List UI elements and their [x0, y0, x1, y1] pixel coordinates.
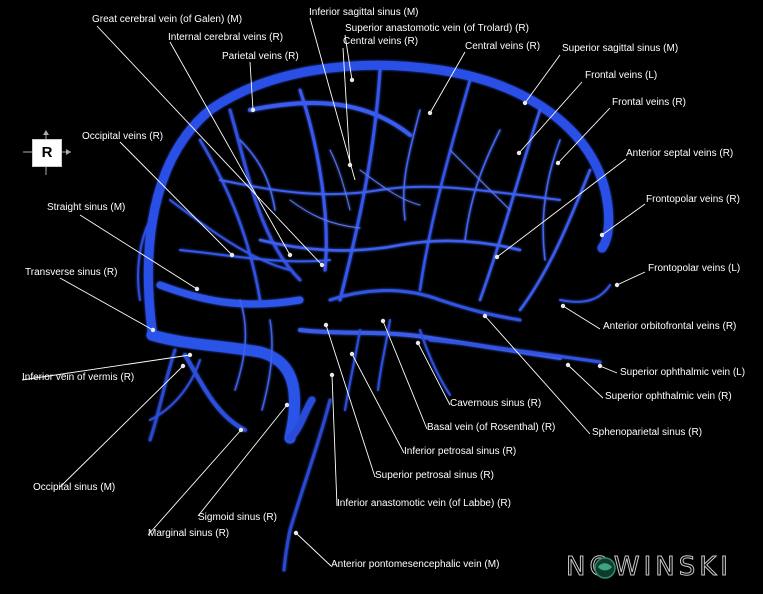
pontomesencephalic-vessel [282, 398, 332, 572]
label-occipital-sinus: Occipital sinus (M) [33, 482, 116, 493]
label-frontopolar-veins-l: Frontopolar veins (L) [648, 263, 741, 274]
label-anterior-orbitofrontal-veins: Anterior orbitofrontal veins (R) [603, 321, 737, 332]
label-sphenoparietal-sinus: Sphenoparietal sinus (R) [592, 427, 703, 438]
label-inferior-vein-of-vermis: Inferior vein of vermis (R) [22, 372, 135, 383]
occipital-sinus-vessel [148, 348, 177, 442]
brain-globe-logo-icon [594, 557, 616, 579]
label-inferior-anastomotic-vein: Inferior anastomotic vein (of Labbe) (R) [337, 498, 511, 509]
inferior-sagittal-sinus-vessel [248, 101, 412, 137]
vessel-network [137, 60, 614, 572]
label-marginal-sinus: Marginal sinus (R) [148, 528, 230, 539]
label-frontal-veins-l: Frontal veins (L) [585, 70, 658, 81]
label-sigmoid-sinus: Sigmoid sinus (R) [198, 512, 277, 523]
orientation-cube-icon: R [32, 139, 62, 167]
label-internal-cerebral-veins: Internal cerebral veins (R) [168, 32, 284, 43]
label-central-veins-2: Central veins (R) [465, 41, 541, 52]
label-superior-petrosal-sinus: Superior petrosal sinus (R) [375, 470, 494, 481]
brand-wordmark: NOWINSKI [566, 552, 732, 583]
label-transverse-sinus: Transverse sinus (R) [25, 267, 118, 278]
label-basal-vein: Basal vein (of Rosenthal) (R) [427, 422, 556, 433]
label-frontal-veins-r: Frontal veins (R) [612, 97, 686, 108]
superior-ophthalmic-vessel [428, 338, 602, 364]
sigmoid-sinus-vessel [286, 396, 316, 442]
label-inferior-sagittal-sinus: Inferior sagittal sinus (M) [309, 7, 419, 18]
marginal-sinus-vessel [183, 353, 247, 432]
label-cavernous-sinus: Cavernous sinus (R) [450, 398, 542, 409]
orientation-widget: R [22, 130, 72, 176]
straight-sinus-vessel [156, 281, 304, 308]
transverse-sinus-vessel [146, 329, 300, 444]
label-central-veins-1: Central veins (R) [343, 36, 419, 47]
label-occipital-veins: Occipital veins (R) [82, 131, 164, 142]
label-great-cerebral-vein: Great cerebral vein (of Galen) (M) [92, 14, 243, 25]
leader-endpoints [150, 77, 620, 536]
label-anterior-pontomesencephalic-vein: Anterior pontomesencephalic vein (M) [331, 559, 500, 570]
basal-vein-vessel [298, 328, 562, 360]
label-straight-sinus: Straight sinus (M) [47, 202, 126, 213]
label-superior-sagittal-sinus: Superior sagittal sinus (M) [562, 43, 679, 54]
label-frontopolar-veins-r: Frontopolar veins (R) [646, 194, 740, 205]
label-superior-anastomotic-vein: Superior anastomotic vein (of Trolard) (… [345, 23, 529, 34]
label-anterior-septal-veins: Anterior septal veins (R) [626, 148, 734, 159]
label-superior-ophthalmic-vein-l: Superior ophthalmic vein (L) [620, 367, 746, 378]
label-superior-ophthalmic-vein-r: Superior ophthalmic vein (R) [605, 391, 732, 402]
superior-sagittal-sinus-vessel [143, 60, 614, 335]
leader-lines [21, 17, 646, 567]
nowinski-brand: NOWINSKI [566, 552, 748, 584]
label-inferior-petrosal-sinus: Inferior petrosal sinus (R) [404, 446, 517, 457]
label-parietal-veins: Parietal veins (R) [222, 51, 299, 62]
